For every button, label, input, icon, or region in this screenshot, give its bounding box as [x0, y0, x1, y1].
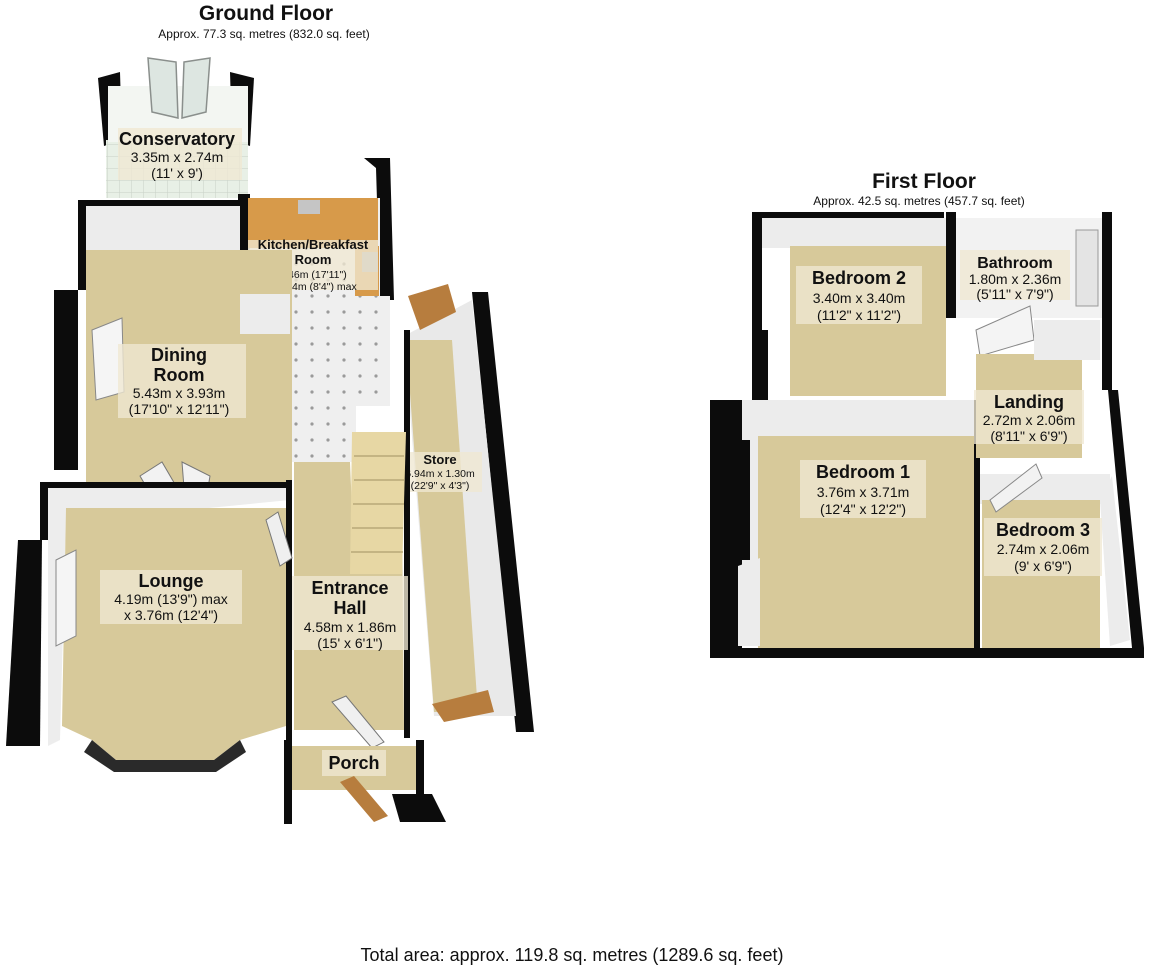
hall-name-line2: Hall	[333, 598, 366, 618]
bathroom-dims-imperial: (5'11" x 7'9")	[976, 286, 1053, 302]
porch: Porch	[284, 740, 446, 824]
kitchen-dims-line1: 5.46m (17'11")	[279, 269, 346, 281]
landing-dims-metric: 2.72m x 2.06m	[983, 412, 1076, 428]
bedroom2-dims-metric: 3.40m x 3.40m	[813, 290, 906, 306]
first-floor-plan: First Floor Approx. 42.5 sq. metres (457…	[710, 170, 1144, 658]
ground-floor-area: Approx. 77.3 sq. metres (832.0 sq. feet)	[158, 27, 369, 41]
dining-room: Dining Room 5.43m x 3.93m (17'10" x 12'1…	[54, 200, 292, 501]
bedroom2-dims-imperial: (11'2" x 11'2")	[817, 307, 901, 323]
hall-name-line1: Entrance	[311, 578, 388, 598]
hall-dims-imperial: (15' x 6'1")	[317, 635, 383, 651]
entrance-hall: Entrance Hall 4.58m x 1.86m (15' x 6'1")	[292, 330, 410, 749]
conservatory-dims-imperial: (11' x 9')	[151, 165, 203, 181]
first-floor-title: First Floor	[872, 170, 976, 193]
dining-dims-imperial: (17'10" x 12'11")	[129, 401, 230, 417]
hall-dims-metric: 4.58m x 1.86m	[304, 619, 397, 635]
conservatory-name: Conservatory	[119, 129, 235, 149]
lounge-name: Lounge	[139, 571, 204, 591]
landing: Landing 2.72m x 2.06m (8'11" x 6'9")	[974, 320, 1100, 458]
store-name: Store	[423, 452, 456, 467]
store-dims-imperial: (22'9" x 4'3")	[411, 480, 470, 492]
bedroom1-dims-imperial: (12'4" x 12'2")	[820, 501, 906, 517]
staircase	[350, 432, 406, 574]
bedroom-2: Bedroom 2 3.40m x 3.40m (11'2" x 11'2")	[758, 218, 946, 400]
bathroom-dims-metric: 1.80m x 2.36m	[969, 271, 1062, 287]
ground-floor-plan: Ground Floor Approx. 77.3 sq. metres (83…	[6, 2, 534, 824]
bedroom2-name: Bedroom 2	[812, 268, 906, 288]
store-dims-metric: 6.94m x 1.30m	[405, 468, 475, 480]
bedroom1-name: Bedroom 1	[816, 462, 910, 482]
porch-name: Porch	[328, 753, 379, 773]
conservatory-dims-metric: 3.35m x 2.74m	[131, 149, 224, 165]
dining-name-line2: Room	[154, 365, 205, 385]
total-area: Total area: approx. 119.8 sq. metres (12…	[361, 945, 784, 965]
store: Store 6.94m x 1.30m (22'9" x 4'3")	[402, 284, 534, 732]
kitchen-name-line1: Kitchen/Breakfast	[258, 237, 369, 252]
dining-dims-metric: 5.43m x 3.93m	[133, 385, 226, 401]
bedroom3-dims-metric: 2.74m x 2.06m	[997, 541, 1090, 557]
bedroom1-dims-metric: 3.76m x 3.71m	[817, 484, 910, 500]
bedroom3-dims-imperial: (9' x 6'9")	[1014, 558, 1072, 574]
lounge: Lounge 4.19m (13'9") max x 3.76m (12'4")	[6, 480, 293, 772]
landing-name: Landing	[994, 392, 1064, 412]
bedroom3-name: Bedroom 3	[996, 520, 1090, 540]
lounge-dims-line2: x 3.76m (12'4")	[124, 607, 218, 623]
bathroom-name: Bathroom	[977, 255, 1053, 272]
kitchen-name-line2: Room	[295, 252, 332, 267]
conservatory: Conservatory 3.35m x 2.74m (11' x 9')	[98, 57, 254, 198]
bedroom-3: Bedroom 3 2.74m x 2.06m (9' x 6'9")	[980, 463, 1130, 648]
bedroom-1: Bedroom 1 3.76m x 3.71m (12'4" x 12'2")	[738, 400, 974, 648]
ground-floor-title: Ground Floor	[199, 2, 333, 25]
landing-dims-imperial: (8'11" x 6'9")	[990, 428, 1067, 444]
dining-name-line1: Dining	[151, 345, 207, 365]
lounge-dims-line1: 4.19m (13'9") max	[114, 591, 227, 607]
first-floor-area: Approx. 42.5 sq. metres (457.7 sq. feet)	[813, 194, 1024, 208]
